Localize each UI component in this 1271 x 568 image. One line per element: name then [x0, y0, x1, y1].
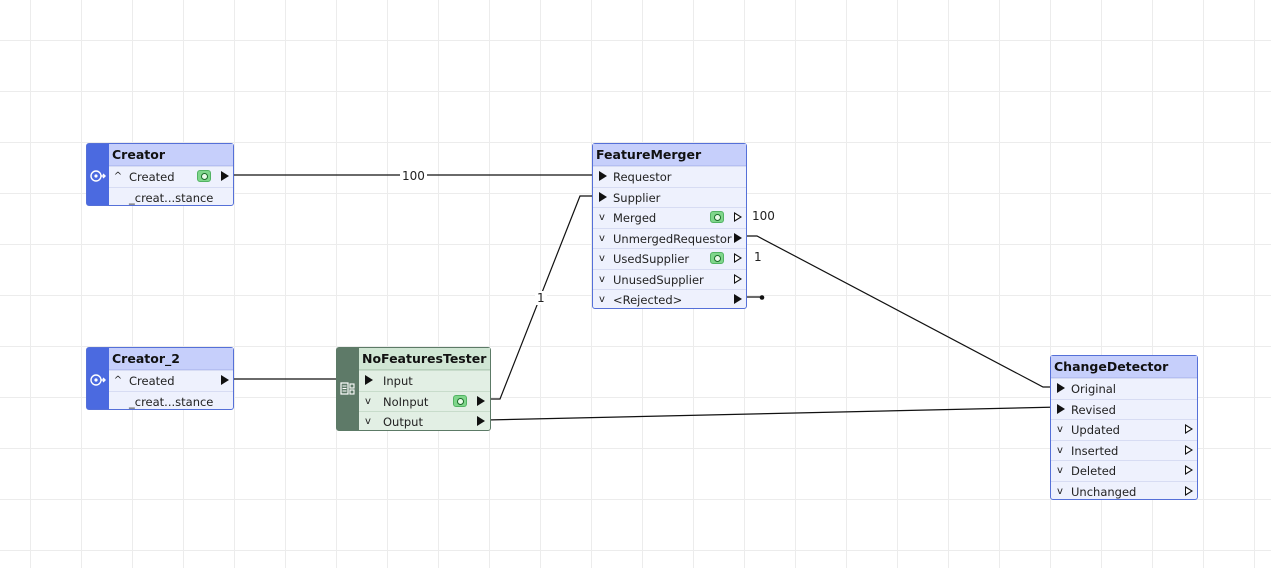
merger-output-merged[interactable]: v Merged: [593, 207, 746, 228]
eye-icon[interactable]: [197, 170, 211, 182]
port-label: Original: [1071, 382, 1117, 396]
creator2-attribute: _creat...stance: [109, 390, 233, 412]
port-label: <Rejected>: [613, 293, 683, 307]
detector-title[interactable]: ChangeDetector: [1051, 356, 1197, 378]
merger-input-requestor[interactable]: Requestor: [593, 166, 746, 187]
port-label: Output: [383, 415, 423, 429]
node-featuremerger[interactable]: FeatureMerger Requestor Supplier v Merge…: [592, 143, 747, 309]
detector-input-original[interactable]: Original: [1051, 378, 1197, 399]
expand-icon[interactable]: v: [1057, 485, 1063, 497]
tester-title[interactable]: NoFeaturesTester: [359, 348, 490, 370]
collapse-icon[interactable]: ^: [113, 375, 123, 386]
eye-icon[interactable]: [453, 394, 467, 407]
creator2-output-created[interactable]: ^ Created: [109, 370, 233, 391]
detector-input-revised[interactable]: Revised: [1051, 398, 1197, 420]
eye-icon[interactable]: [710, 252, 724, 264]
count-tester-supplier: 1: [535, 291, 547, 305]
creator-output-created[interactable]: ^ Created: [109, 166, 233, 187]
expand-icon[interactable]: v: [1057, 465, 1063, 476]
port-label: UnusedSupplier: [613, 272, 704, 287]
port-label: Created: [129, 170, 175, 184]
port-label: Input: [383, 374, 413, 388]
expand-icon[interactable]: v: [599, 232, 605, 244]
connection-output-revised[interactable]: [485, 406, 1061, 421]
detector-output-deleted[interactable]: v Deleted: [1051, 460, 1197, 481]
port-label: UnmergedRequestor: [613, 231, 732, 246]
merger-output-rejected[interactable]: v <Rejected>: [593, 289, 746, 310]
creator-title[interactable]: Creator: [109, 144, 233, 166]
expand-icon[interactable]: v: [365, 416, 371, 427]
output-port-arrow-icon[interactable]: [477, 416, 485, 426]
output-port-arrow-icon[interactable]: [1185, 465, 1193, 475]
detector-output-updated[interactable]: v Updated: [1051, 419, 1197, 440]
output-port-arrow-icon[interactable]: [734, 232, 742, 243]
port-label: Unchanged: [1071, 484, 1137, 499]
tester-output-noinput[interactable]: v NoInput: [359, 390, 490, 412]
creator-icon: [89, 371, 107, 389]
count-used-supplier: 1: [754, 250, 762, 264]
detector-output-unchanged[interactable]: v Unchanged: [1051, 480, 1197, 502]
input-port-arrow-icon[interactable]: [365, 375, 373, 385]
creator-icon: [89, 167, 107, 185]
node-nofeaturestester[interactable]: NoFeaturesTester Input v NoInput v Outpu…: [336, 347, 491, 431]
output-port-arrow-icon[interactable]: [1185, 424, 1193, 434]
output-port-arrow-icon[interactable]: [477, 395, 485, 406]
creator2-title[interactable]: Creator_2: [109, 348, 233, 370]
port-label: Supplier: [613, 190, 661, 205]
count-creator-requestor: 100: [400, 169, 427, 183]
input-port-arrow-icon[interactable]: [599, 171, 607, 181]
rejected-stub-end: [759, 295, 765, 300]
port-label: Updated: [1071, 423, 1120, 437]
connection-unmerged-original[interactable]: [742, 235, 1060, 388]
merger-title[interactable]: FeatureMerger: [593, 144, 746, 166]
creator-sidebar: [87, 144, 109, 205]
attribute-label: _creat...stance: [129, 394, 214, 409]
node-creator[interactable]: Creator ^ Created _creat...stance: [86, 143, 234, 206]
output-port-arrow-icon[interactable]: [221, 171, 229, 181]
detector-output-inserted[interactable]: v Inserted: [1051, 439, 1197, 461]
merger-output-unusedsupplier[interactable]: v UnusedSupplier: [593, 268, 746, 290]
creator2-sidebar: [87, 348, 109, 409]
collapse-icon[interactable]: ^: [113, 171, 123, 182]
node-changedetector[interactable]: ChangeDetector Original Revised v Update…: [1050, 355, 1198, 500]
expand-icon[interactable]: v: [1057, 424, 1063, 435]
creator-attribute: _creat...stance: [109, 186, 233, 208]
port-label: Requestor: [613, 170, 672, 184]
port-label: Merged: [613, 211, 657, 225]
input-port-arrow-icon[interactable]: [1057, 383, 1065, 393]
expand-icon[interactable]: v: [1057, 444, 1063, 456]
port-label: Deleted: [1071, 464, 1117, 478]
tester-input[interactable]: Input: [359, 370, 490, 391]
expand-icon[interactable]: v: [599, 273, 605, 285]
port-label: Revised: [1071, 402, 1116, 417]
output-port-arrow-icon[interactable]: [734, 253, 742, 263]
port-label: NoInput: [383, 394, 429, 409]
output-port-arrow-icon[interactable]: [1185, 444, 1193, 455]
attribute-label: _creat...stance: [129, 190, 214, 205]
input-port-arrow-icon[interactable]: [599, 191, 607, 202]
output-port-arrow-icon[interactable]: [734, 212, 742, 222]
node-creator-2[interactable]: Creator_2 ^ Created _creat...stance: [86, 347, 234, 410]
port-label: Created: [129, 374, 175, 388]
tester-sidebar: [337, 348, 359, 430]
port-label: UsedSupplier: [613, 252, 690, 266]
merger-output-usedsupplier[interactable]: v UsedSupplier: [593, 248, 746, 269]
merger-input-supplier[interactable]: Supplier: [593, 186, 746, 208]
tester-output-output[interactable]: v Output: [359, 411, 490, 432]
output-port-arrow-icon[interactable]: [1185, 485, 1193, 496]
expand-icon[interactable]: v: [599, 212, 605, 223]
port-label: Inserted: [1071, 443, 1119, 458]
output-port-arrow-icon[interactable]: [734, 273, 742, 284]
output-port-arrow-icon[interactable]: [734, 294, 742, 304]
tester-icon: [339, 380, 357, 398]
expand-icon[interactable]: v: [599, 294, 605, 305]
expand-icon[interactable]: v: [599, 253, 605, 264]
merger-output-unmergedrequestor[interactable]: v UnmergedRequestor: [593, 227, 746, 249]
output-port-arrow-icon[interactable]: [221, 375, 229, 385]
expand-icon[interactable]: v: [365, 395, 371, 407]
input-port-arrow-icon[interactable]: [1057, 403, 1065, 414]
eye-icon[interactable]: [710, 211, 724, 223]
count-merged: 100: [752, 209, 775, 223]
